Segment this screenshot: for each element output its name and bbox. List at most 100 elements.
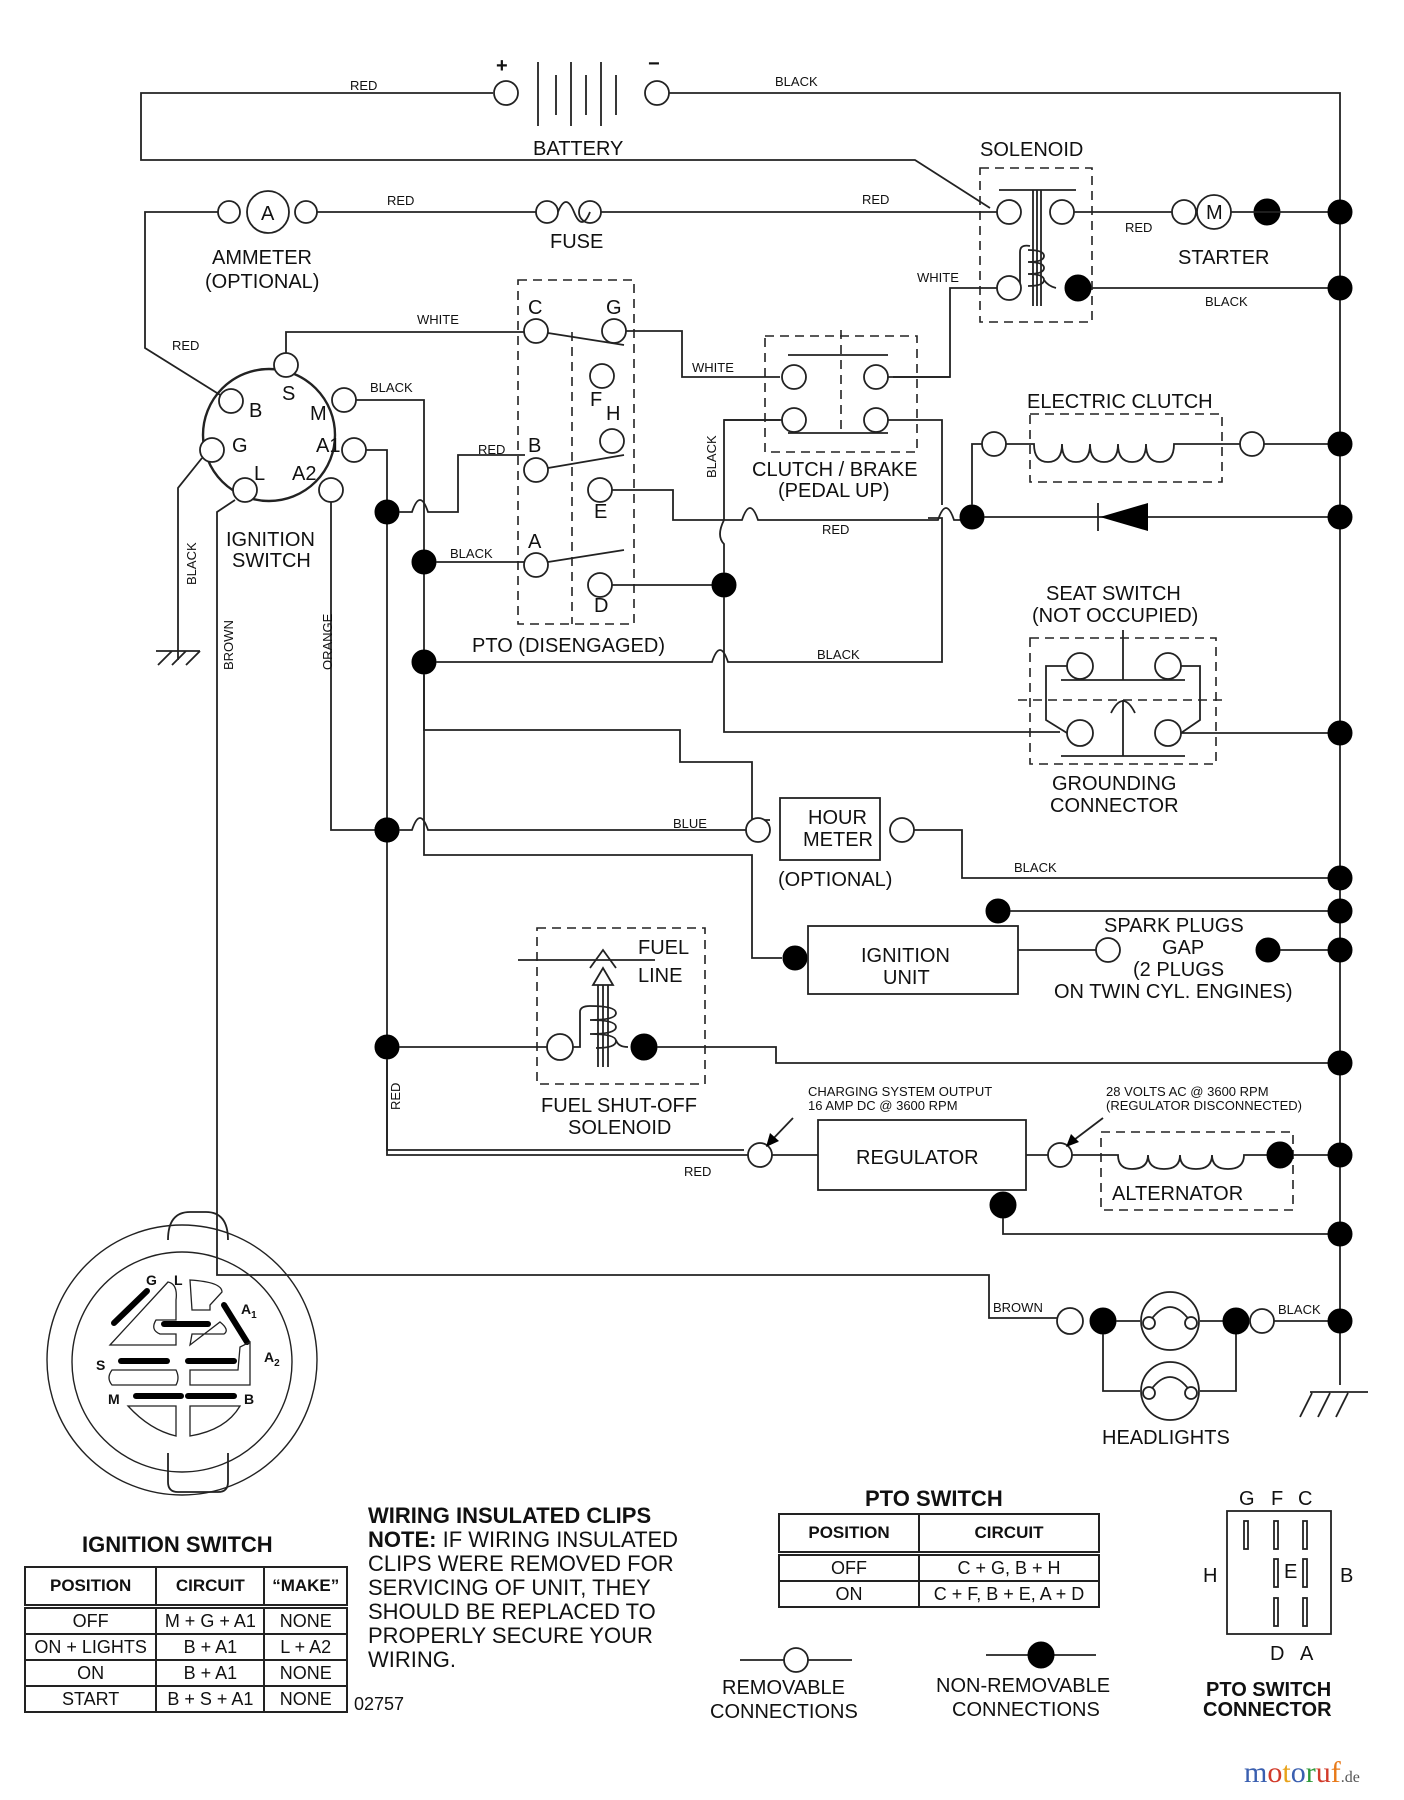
wire-label-black: BLACK (1014, 860, 1057, 875)
ignition-unit-label: IGNITION (861, 945, 950, 967)
junction-dot (711, 572, 737, 598)
cell: NONE (263, 1685, 348, 1713)
clutch-brake-label: CLUTCH / BRAKE (752, 459, 918, 481)
seat-switch: SEAT SWITCH (NOT OCCUPIED) GROUNDING CON… (1018, 583, 1340, 817)
svg-text:A1: A1 (316, 435, 340, 457)
cell: ON (23, 1659, 158, 1687)
watermark-letter: o (1290, 1756, 1306, 1789)
cell: C + F, B + E, A + D (918, 1580, 1100, 1608)
svg-text:B: B (249, 400, 262, 422)
wire-label-black: BLACK (450, 546, 493, 561)
header-circuit: CIRCUIT (155, 1566, 266, 1609)
junction-dot (374, 1034, 400, 1060)
diode (984, 503, 1340, 531)
wire-label-red: RED (350, 78, 377, 93)
table-header-row: POSITION CIRCUIT (778, 1513, 1100, 1556)
svg-text:E: E (594, 501, 607, 523)
pto-label: PTO (DISENGAGED) (472, 635, 665, 657)
regulator: RED REGULATOR CHARGING SYSTEM OUTPUT 16 … (386, 1059, 1340, 1235)
watermark-letter: u (1315, 1756, 1331, 1789)
note-title: WIRING INSULATED CLIPS (368, 1503, 652, 1528)
svg-text:G: G (606, 297, 622, 319)
wire-label-black: BLACK (184, 542, 199, 585)
clutch-brake-switch: CLUTCH / BRAKE (PEDAL UP) (724, 330, 943, 505)
pto-connector-title: PTO SWITCH (1206, 1679, 1331, 1701)
starter: M STARTER (1171, 194, 1340, 269)
charging-output-note: CHARGING SYSTEM OUTPUT (808, 1084, 992, 1099)
svg-text:A1: A1 (241, 1301, 257, 1321)
grounding-connector-label-2: CONNECTOR (1050, 795, 1179, 817)
battery-positive-terminal (493, 80, 519, 106)
svg-text:F: F (590, 389, 602, 411)
header-circuit: CIRCUIT (918, 1513, 1100, 1556)
svg-text:H: H (606, 403, 620, 425)
pto-pin-f: F (1271, 1488, 1283, 1510)
legend-removable-2: CONNECTIONS (710, 1701, 858, 1723)
fuel-line-label-2: LINE (638, 965, 682, 987)
watermark-tld: .de (1340, 1769, 1360, 1786)
fuel-solenoid-label: FUEL SHUT-OFF (541, 1095, 697, 1117)
cell: B + A1 (155, 1659, 266, 1687)
svg-text:B: B (528, 435, 541, 457)
cell: OFF (23, 1605, 158, 1635)
hour-meter-optional: (OPTIONAL) (778, 869, 892, 891)
hour-meter-label: HOUR (808, 807, 867, 829)
wire-label-red: RED (172, 338, 199, 353)
svg-text:M: M (108, 1391, 120, 1407)
ammeter-symbol: A (261, 203, 275, 225)
legend-nonremovable: NON-REMOVABLE (936, 1675, 1110, 1697)
wire-label-black: BLACK (1278, 1302, 1321, 1317)
wire-label-red: RED (862, 192, 889, 207)
pto-switch-connector: G F C H B E D A PTO SWITCH CONNECTOR (1203, 1488, 1353, 1721)
ground-bus-junctions (1327, 199, 1353, 1334)
svg-text:A: A (528, 531, 542, 553)
cell: START (23, 1685, 158, 1713)
part-number: 02757 (354, 1694, 405, 1714)
solenoid: SOLENOID RED BLACK WHITE (893, 139, 1340, 378)
pto-connector-title-2: CONNECTOR (1203, 1699, 1332, 1721)
ignition-switch-face: G L A1 A2 S M B (46, 1211, 318, 1496)
starter-label: STARTER (1178, 247, 1270, 269)
electric-clutch-label: ELECTRIC CLUTCH (1027, 391, 1213, 413)
pto-pin-h: H (1203, 1565, 1217, 1587)
pto-pin-e: E (1284, 1561, 1297, 1583)
charging-output-note-2: 16 AMP DC @ 3600 RPM (808, 1098, 958, 1113)
wire-label-red: RED (822, 522, 849, 537)
watermark-logo: motoruf.de (1244, 1756, 1360, 1790)
table-header-row: POSITION CIRCUIT “MAKE” (23, 1566, 348, 1609)
clutch-brake-label-2: (PEDAL UP) (778, 480, 890, 502)
note-body: IF WIRING INSULATED CLIPS WERE REMOVED F… (368, 1527, 679, 1672)
alternator: ALTERNATOR (1072, 1131, 1340, 1211)
svg-text:D: D (594, 595, 608, 617)
wire-label-red: RED (684, 1164, 711, 1179)
watermark-letter: f (1330, 1756, 1341, 1789)
wire-label-red: RED (387, 193, 414, 208)
svg-text:L: L (254, 463, 265, 485)
spark-plugs-count: (2 PLUGS (1133, 959, 1224, 981)
wire-label-white: WHITE (917, 270, 959, 285)
watermark-letter: r (1305, 1756, 1316, 1789)
svg-text:B: B (244, 1391, 254, 1407)
seat-switch-label: SEAT SWITCH (1046, 583, 1181, 605)
wire-label-red: RED (388, 1083, 403, 1110)
hour-meter-label-2: METER (803, 829, 873, 851)
wire-label-black: BLACK (370, 380, 413, 395)
alternator-voltage-note: 28 VOLTS AC @ 3600 RPM (1106, 1084, 1269, 1099)
svg-text:S: S (96, 1357, 105, 1373)
svg-text:G: G (232, 435, 248, 457)
alternator-label: ALTERNATOR (1112, 1183, 1243, 1205)
junction-dot (959, 504, 985, 530)
svg-text:C: C (528, 297, 542, 319)
wire-label-brown: BROWN (221, 620, 236, 670)
pto-pin-g: G (1239, 1488, 1255, 1510)
cell: ON (778, 1580, 920, 1608)
alternator-voltage-note-2: (REGULATOR DISCONNECTED) (1106, 1098, 1302, 1113)
battery-plus-sign: + (496, 55, 508, 77)
fuel-shutoff-solenoid: FUEL LINE FUEL SHUT-OFF SOLENOID (399, 927, 1340, 1139)
cell: NONE (263, 1605, 348, 1635)
battery-negative-terminal (644, 80, 670, 106)
